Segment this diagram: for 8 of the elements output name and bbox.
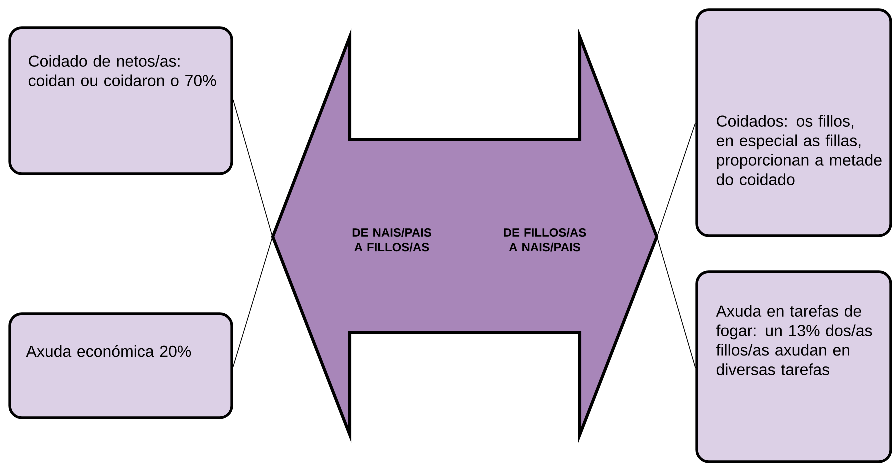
text-box: Coidados: os fillos, en especial as fillas, proporcionan a metade do coidado: [696, 8, 892, 238]
connector-line: [656, 122, 696, 238]
connector-line: [232, 236, 274, 368]
connector-line: [656, 236, 696, 368]
text-box: Axuda económica 20%: [8, 312, 234, 420]
text-box: Axuda en tarefas de fogar: un 13% dos/as fillos/as axudan en diversas tarefas: [696, 270, 892, 463]
connector-line: [232, 100, 274, 238]
text-box: Coidado de netos/as: coidan ou coidaron o 70%: [8, 26, 234, 176]
